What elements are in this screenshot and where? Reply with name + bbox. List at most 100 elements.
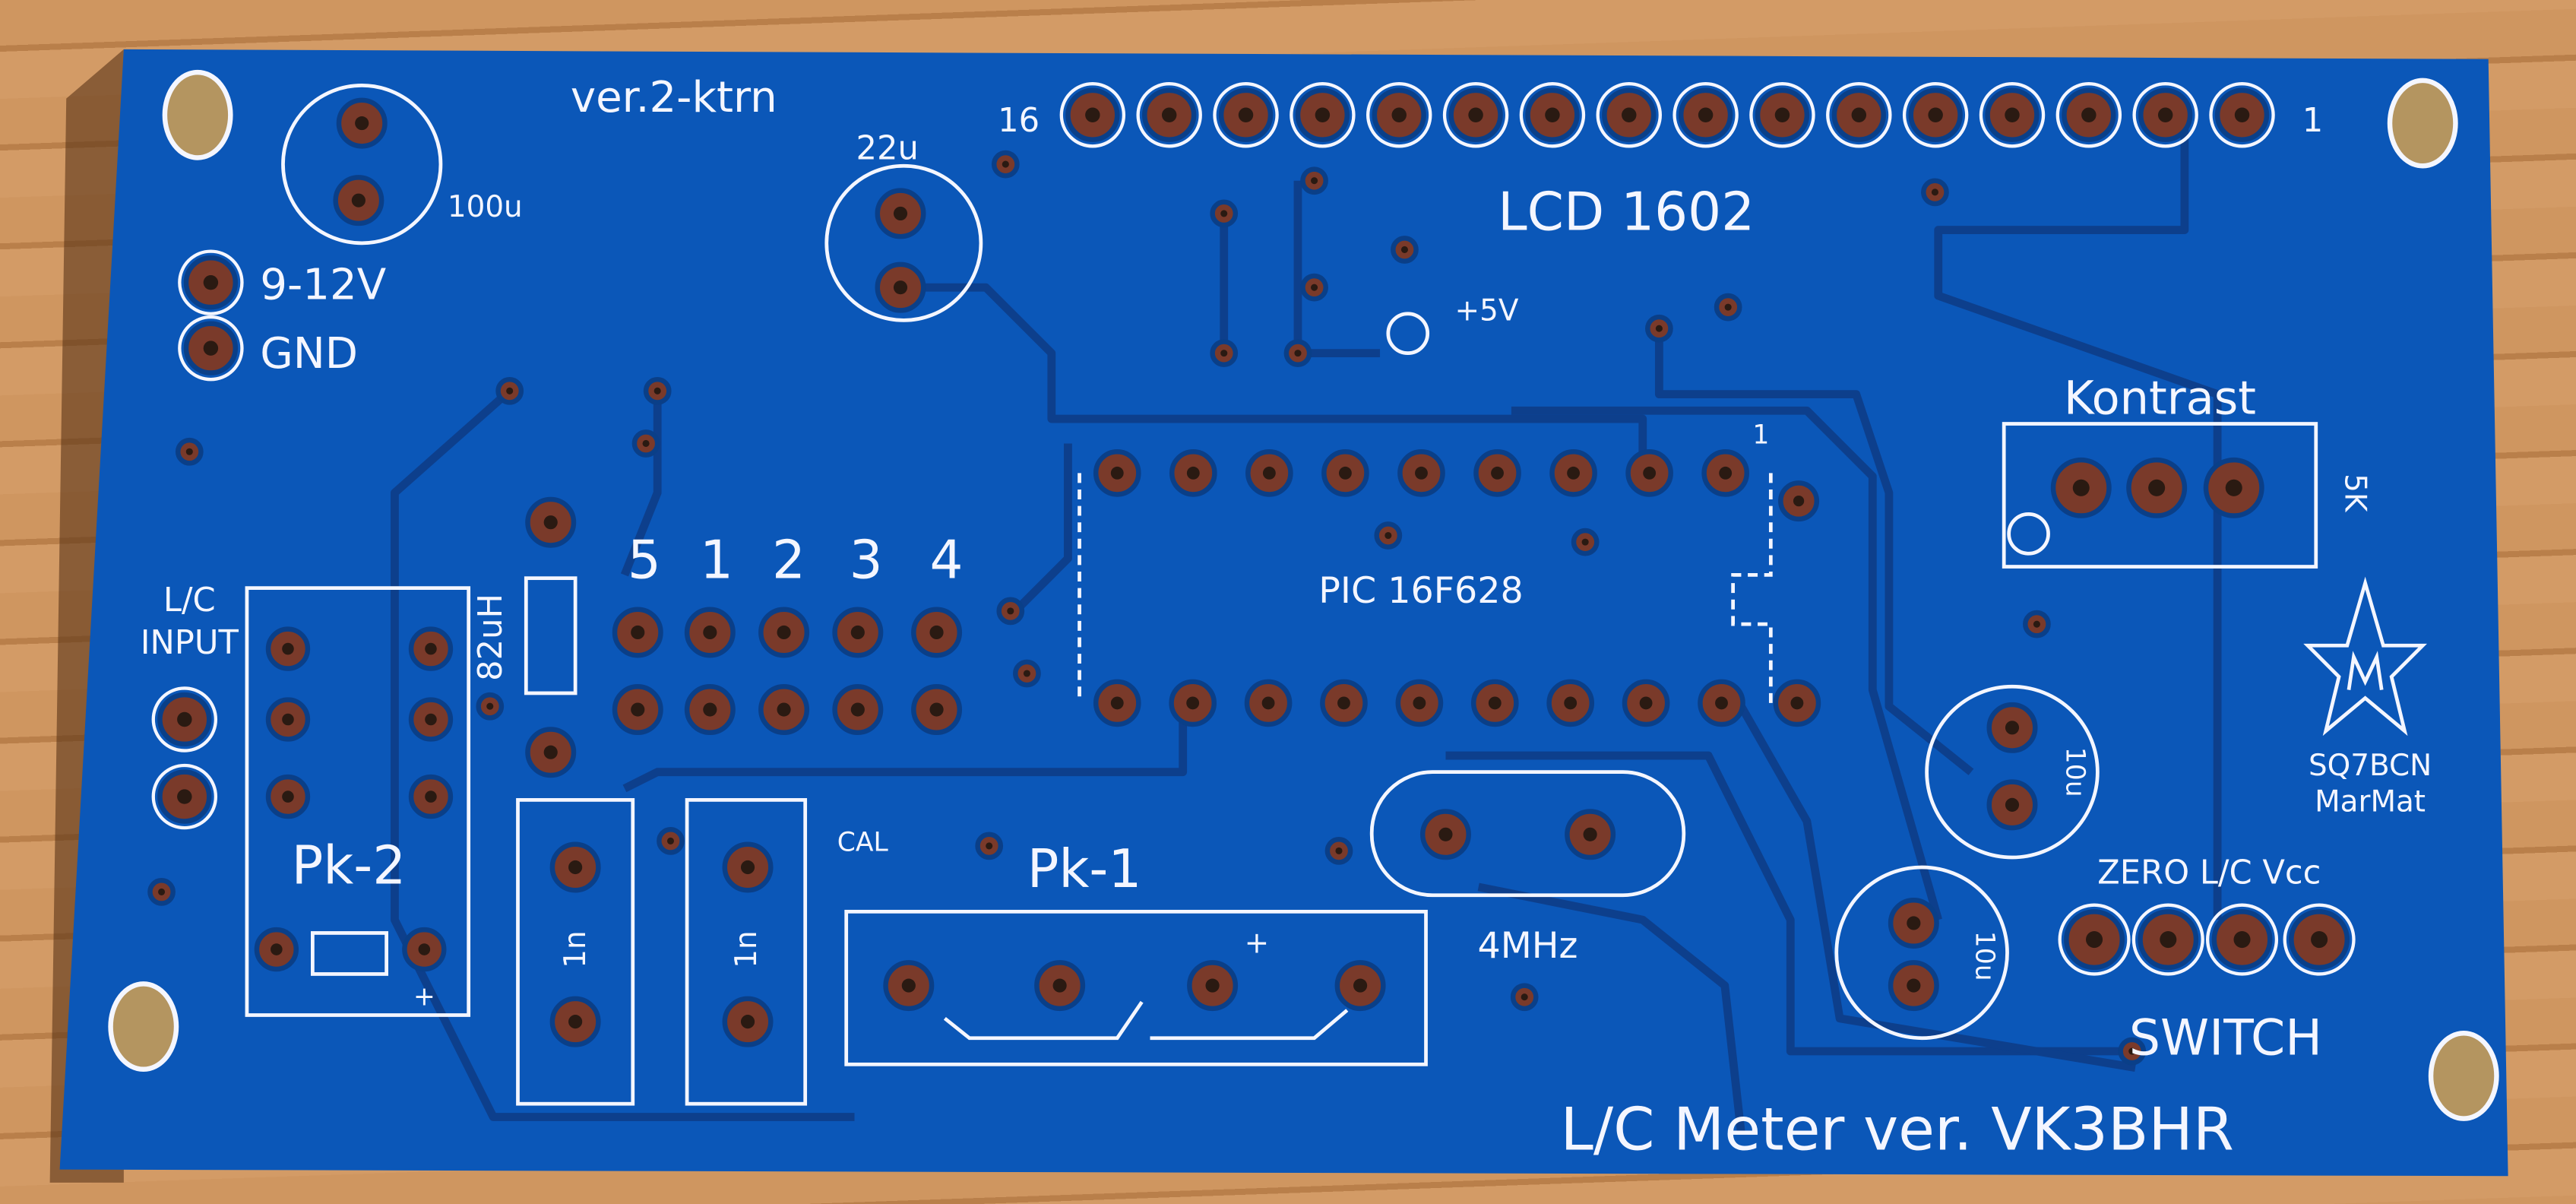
connector-pad xyxy=(178,249,244,315)
pk1-plus: + xyxy=(1245,926,1270,960)
ic-pad-bottom xyxy=(1698,679,1745,727)
jumper-pad xyxy=(832,684,884,736)
cap-1n-b-label: 1n xyxy=(729,930,764,968)
lcd-header-pad xyxy=(1902,82,1969,148)
mounting-hole xyxy=(162,69,233,160)
mounting-hole xyxy=(2387,78,2458,169)
cap-1n-a-outline xyxy=(516,798,635,1106)
cap-1n-b-outline xyxy=(685,798,808,1106)
relay-pad xyxy=(265,626,311,671)
kontrast-label: Kontrast xyxy=(2064,372,2256,426)
crystal-outline xyxy=(1369,770,1686,898)
relay-pad xyxy=(265,774,311,819)
mounting-hole xyxy=(108,981,179,1073)
lcd-header-pad xyxy=(1596,82,1662,148)
jumper-pad xyxy=(758,607,810,658)
ic-pad-top xyxy=(1701,449,1750,497)
ic-pad-bottom xyxy=(1470,679,1519,727)
relay-pad xyxy=(408,774,454,819)
switch-pad xyxy=(2131,903,2204,976)
component-pad xyxy=(1187,960,1239,1012)
kontrast-value: 5K xyxy=(2338,474,2372,513)
star-logo xyxy=(2303,576,2427,737)
component-pad xyxy=(1419,809,1471,860)
component-pad xyxy=(1986,779,2038,831)
trimmer-pad xyxy=(2203,457,2264,518)
via xyxy=(1921,178,1949,207)
cap-100u-label: 100u xyxy=(448,190,523,224)
via xyxy=(1300,166,1328,195)
jumper-pad xyxy=(911,684,963,736)
jumper-pad xyxy=(758,684,810,736)
via xyxy=(1714,293,1742,322)
connector-pad xyxy=(151,763,218,830)
ic-pad-bottom xyxy=(1773,679,1821,727)
via xyxy=(1013,659,1041,688)
lcd-header-pad xyxy=(1366,82,1432,148)
switch-pad xyxy=(2283,903,2356,976)
board-title: L/C Meter ver. VK3BHR xyxy=(1561,1096,2234,1164)
component-pad xyxy=(722,841,774,893)
component-pad xyxy=(525,496,577,548)
jumper-label-3: 3 xyxy=(850,531,883,591)
ic-pad-bottom xyxy=(1169,679,1217,727)
cap-100u-outline xyxy=(281,83,443,246)
lcd-label: LCD 1602 xyxy=(1498,182,1755,243)
pk2-label: Pk-2 xyxy=(292,836,407,897)
ic-pad-top xyxy=(1093,449,1141,497)
jumper-pad xyxy=(684,684,736,736)
lcd-header-pad xyxy=(1213,82,1279,148)
via xyxy=(175,437,204,466)
cap-10u-a-outline xyxy=(1925,684,2100,860)
ic-pad-top xyxy=(1397,449,1445,497)
cap-10u-b-outline xyxy=(1834,865,2009,1041)
component-pad xyxy=(549,996,601,1047)
vin-label: 9-12V xyxy=(260,260,386,309)
switch-pad xyxy=(2058,903,2131,976)
via xyxy=(1374,521,1403,550)
via xyxy=(631,429,660,458)
pads-layer xyxy=(147,82,2356,1066)
ic-pad-top xyxy=(1169,449,1217,497)
mcu-pin1-label: 1 xyxy=(1752,420,1769,450)
component-pad xyxy=(883,960,935,1012)
switch-label: SWITCH xyxy=(2129,1009,2322,1066)
jumper-pad xyxy=(612,684,663,736)
relay-pad xyxy=(402,927,447,972)
component-pad xyxy=(1888,960,1939,1012)
via xyxy=(1283,339,1312,367)
component-pad xyxy=(1334,960,1386,1012)
lcd-header-pad xyxy=(1442,82,1509,148)
pk2-outline xyxy=(245,586,471,1017)
via xyxy=(643,376,672,405)
logo-callsign: SQ7BCN xyxy=(2309,749,2432,783)
trimmer-pad xyxy=(2050,457,2112,518)
lcd-pin1-label: 1 xyxy=(2302,102,2324,140)
lcd-header-pad xyxy=(1826,82,1892,148)
relay-pad xyxy=(408,626,454,671)
via xyxy=(2023,610,2051,638)
via xyxy=(495,376,524,405)
ic-pad-top xyxy=(1625,449,1673,497)
logo-name: MarMat xyxy=(2315,785,2426,819)
via xyxy=(1210,199,1239,228)
inductor-symbol xyxy=(524,576,578,695)
lcd-header-pad xyxy=(1519,82,1586,148)
ic-pad-top xyxy=(1778,480,1820,522)
relay-pad xyxy=(254,927,299,972)
connector-pad xyxy=(178,315,244,382)
switch-pad xyxy=(2205,903,2279,976)
mounting-hole xyxy=(2428,1031,2499,1121)
plus5v-ring xyxy=(1386,312,1430,355)
gnd-label: GND xyxy=(260,329,358,379)
trimmer-symbol xyxy=(2007,512,2050,556)
relay-pad xyxy=(408,697,454,742)
component-pad xyxy=(549,841,601,893)
cap-10u-a-label: 10u xyxy=(2059,747,2090,797)
component-pad xyxy=(1034,960,1086,1012)
component-pad xyxy=(722,996,774,1047)
connector-pad xyxy=(151,686,218,752)
version-label: ver.2-ktrn xyxy=(571,73,777,122)
inductor-label: 82uH xyxy=(472,594,510,681)
via xyxy=(147,878,176,906)
